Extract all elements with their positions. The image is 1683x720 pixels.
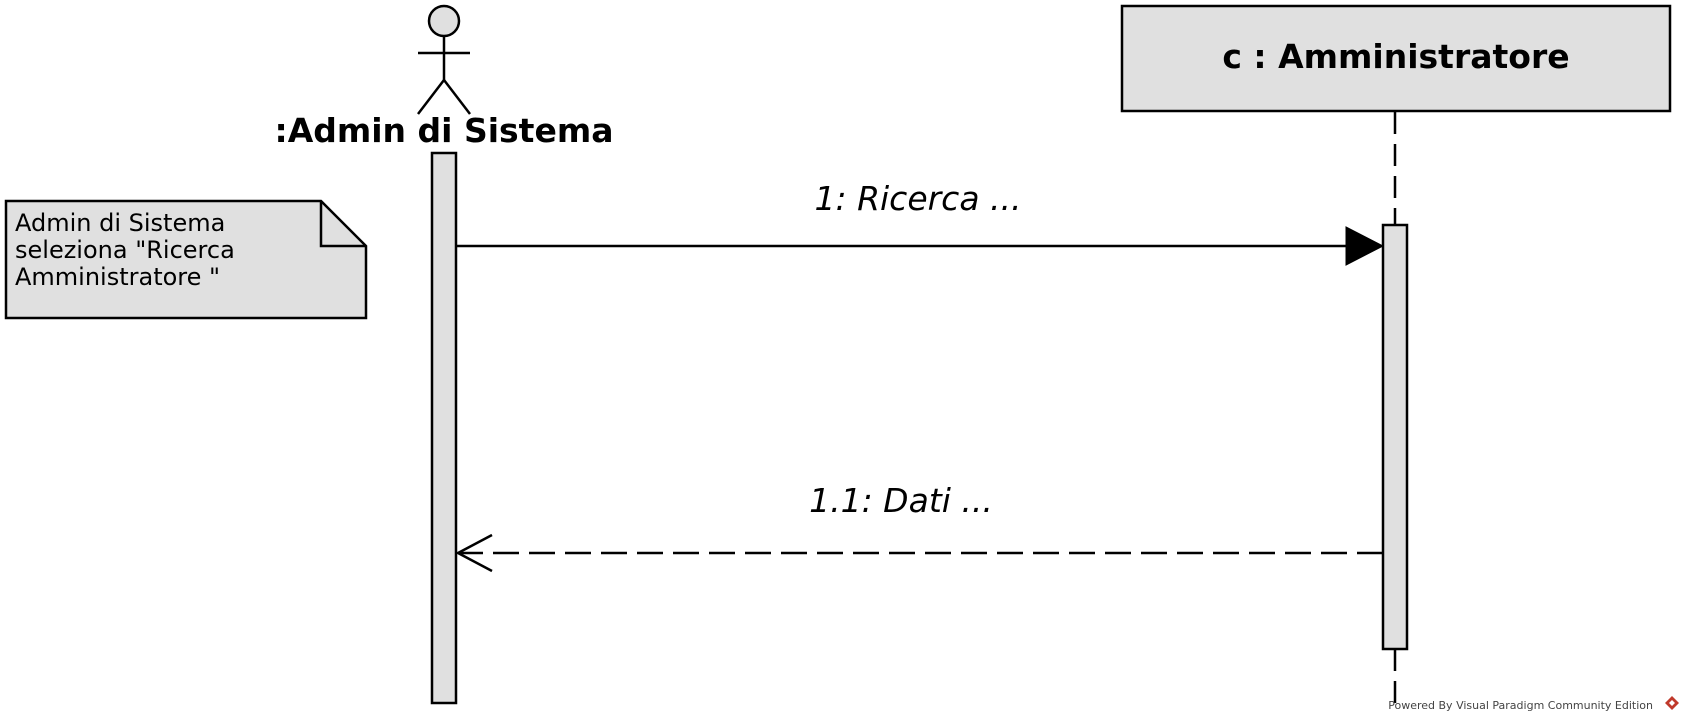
message-call-arrowhead xyxy=(1345,226,1385,266)
message-call[interactable] xyxy=(456,226,1385,266)
object-activation-bar[interactable] xyxy=(1381,223,1409,651)
actor-head xyxy=(427,4,461,38)
note-line: seleziona "Ricerca xyxy=(15,236,235,264)
actor-left-leg xyxy=(417,79,445,115)
message-return-arrowhead xyxy=(455,533,493,573)
message-return-label: 1.1: Dati ... xyxy=(809,481,993,520)
object-box[interactable] xyxy=(1120,4,1672,113)
note-line: Amministratore " xyxy=(15,263,221,291)
visual-paradigm-logo-icon xyxy=(1665,696,1679,710)
message-return[interactable] xyxy=(455,533,1383,573)
note-shape xyxy=(4,199,368,320)
note-folded-corner xyxy=(319,201,366,248)
note-text: Admin di Sistema seleziona "Ricerca Ammi… xyxy=(15,210,345,291)
actor-right-leg xyxy=(443,79,471,115)
note-line: Admin di Sistema xyxy=(15,209,226,237)
actor-activation-bar[interactable] xyxy=(430,151,458,705)
object-label: c : Amministratore xyxy=(1222,37,1569,76)
actor-stick-figure[interactable] xyxy=(417,4,471,115)
note[interactable] xyxy=(4,199,368,320)
message-call-label: 1: Ricerca ... xyxy=(814,179,1021,218)
watermark-text: Powered By Visual Paradigm Community Edi… xyxy=(1388,699,1653,712)
actor-label: :Admin di Sistema xyxy=(275,111,614,150)
